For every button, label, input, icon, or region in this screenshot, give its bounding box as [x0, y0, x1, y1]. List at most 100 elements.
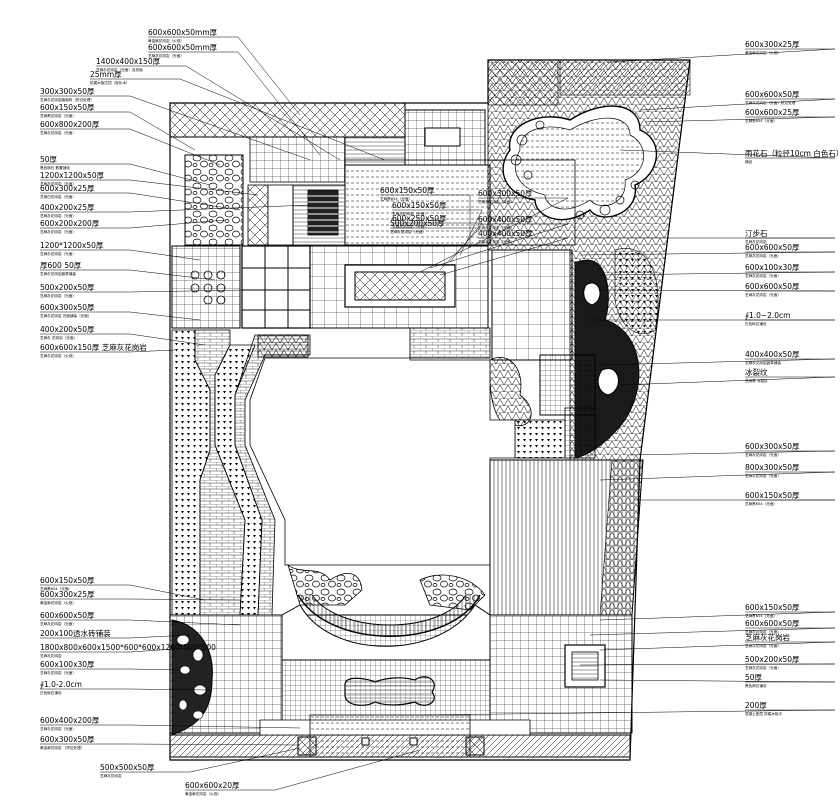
leaders-center: 600x150x50厚芝麻黑654（光面）600x150x50厚芝麻灰花岗岩（光… — [380, 186, 569, 276]
left-path — [171, 329, 311, 616]
annotation-text: 冰裂纹 — [745, 367, 768, 377]
leader-line — [599, 641, 836, 651]
leader-line — [96, 65, 341, 161]
annotation-text: 600x600x150厚 芝麻灰花岗岩 — [40, 342, 147, 352]
leader-line — [589, 627, 836, 636]
annotation-text: 芝麻灰花岗岩 — [745, 632, 790, 642]
annotation-text: 600x150x50厚 — [392, 201, 447, 210]
annotation-subtext: 芝麻灰花岗岩（火烧） — [40, 353, 76, 358]
leaders-right: 600x300x25厚黄金麻花岗岩（火烧）600x600x50厚芝麻灰花岗岩（光… — [419, 40, 840, 716]
leader-line — [439, 237, 569, 276]
leader-line — [629, 450, 836, 456]
annotation-text: 600x600x50mm厚 — [148, 43, 218, 52]
annotation-text: 厚600 50厚 — [40, 261, 82, 270]
annotation-text: 50厚 — [40, 155, 58, 164]
annotation-text: 汀步石 — [745, 229, 768, 238]
annotation-subtext: 芝麻灰花岗岩（光面）自然面 — [96, 67, 143, 72]
annotation-subtext: 芝麻灰花岗岩（光面） — [392, 211, 428, 216]
annotation-subtext: 黑色卵石铺设 — [745, 683, 767, 688]
leader-line — [40, 647, 191, 653]
annotation-text: 600x150x50厚 — [380, 186, 435, 195]
annotation-subtext: 芝麻黑花岗岩（光面） — [40, 113, 76, 118]
central-open — [249, 357, 516, 566]
leader-line — [619, 149, 836, 159]
annotation-text: 600x300x50厚 — [745, 442, 800, 451]
right-annotation: 雨花石（粒径10cm 白色石）铺设 — [619, 148, 840, 164]
annotation-subtext: 芝麻灰花岗岩（光面） — [40, 181, 76, 186]
annotation-text: 600x800x200厚 — [40, 120, 100, 129]
annotation-text: 500x500x50厚 — [100, 763, 155, 772]
annotation-text: 600x600x50厚 — [745, 243, 800, 252]
annotation-text: 500x200x50厚 — [40, 283, 95, 292]
annotation-subtext: 白色砾石铺设 — [40, 690, 62, 695]
annotation-text: 300x300x50厚 — [40, 87, 95, 96]
leader-line — [579, 251, 836, 256]
leader-line — [40, 349, 176, 353]
left-blocks — [184, 154, 346, 246]
annotation-text: 200x100透水砖铺装 — [40, 628, 111, 638]
annotation-subtext: 防腐木板压顶（炭化木） — [90, 80, 130, 85]
annotation-text: 600x400x50厚 — [478, 215, 533, 224]
annotation-text: 600x400x200厚 — [40, 716, 100, 725]
annotation-text: 雨花石（粒径10cm 白色石） — [745, 148, 840, 158]
annotation-text: 600x250x50厚 — [392, 214, 447, 223]
annotation-subtext: 芝麻灰花岗岩（光面） — [745, 273, 781, 278]
annotation-text: 600x150x50厚 — [745, 603, 800, 612]
leader-line — [40, 111, 196, 151]
leader-line — [429, 223, 569, 269]
leader-line — [40, 333, 206, 346]
annotation-text: 500x200x50厚 — [390, 219, 445, 228]
leaders-left: 600x600x50mm厚黄金麻花岗岩（火烧）600x600x50mm厚芝麻灰花… — [40, 28, 421, 796]
leader-line — [619, 376, 836, 386]
leader-line — [392, 209, 483, 256]
leader-line — [40, 584, 206, 601]
annotation-subtext: 芝麻灰花岗岩（光面） — [478, 225, 514, 230]
right-garden — [489, 248, 659, 459]
annotation-text: ∮1.0~2.0cm — [745, 311, 790, 320]
leader-line — [40, 688, 211, 691]
leader-line — [148, 36, 301, 116]
annotation-text: 600x200x200厚 — [40, 219, 100, 228]
leader-line — [40, 289, 246, 293]
annotation-subtext: 芝麻灰花岗岩 — [745, 239, 767, 244]
annotation-subtext: 芝麻灰花岗岩（光面） — [40, 229, 76, 234]
pond — [502, 105, 657, 221]
annotation-text: 400x200x50厚 — [40, 325, 95, 334]
leader-line — [609, 48, 836, 63]
annotation-subtext: 芝麻黑654（光面） — [40, 586, 72, 591]
leader-line — [419, 197, 569, 273]
annotation-subtext: 芝麻灰花岗岩（光面） — [745, 253, 781, 258]
bottom-edge — [169, 714, 631, 758]
annotation-text: 600x300x50厚 — [478, 189, 533, 198]
leader-line — [644, 116, 836, 123]
leader-line — [40, 128, 221, 166]
left-annotation: 200x100透水砖铺装 — [40, 628, 191, 639]
leader-line — [148, 51, 321, 156]
annotation-subtext: 黄金麻花岗岩（火烧） — [148, 38, 184, 43]
annotation-subtext: 芝麻灰花岗岩 — [100, 773, 122, 778]
annotation-text: 50厚 — [745, 673, 763, 682]
leader-line — [380, 194, 471, 248]
annotation-text: 400x400x50厚 — [478, 229, 533, 238]
leader-line — [40, 311, 201, 321]
leader-line — [599, 271, 836, 276]
annotation-text: 600x600x25厚 — [745, 108, 800, 117]
annotation-subtext: 芝麻灰 花岗岩（光面） — [40, 335, 77, 340]
